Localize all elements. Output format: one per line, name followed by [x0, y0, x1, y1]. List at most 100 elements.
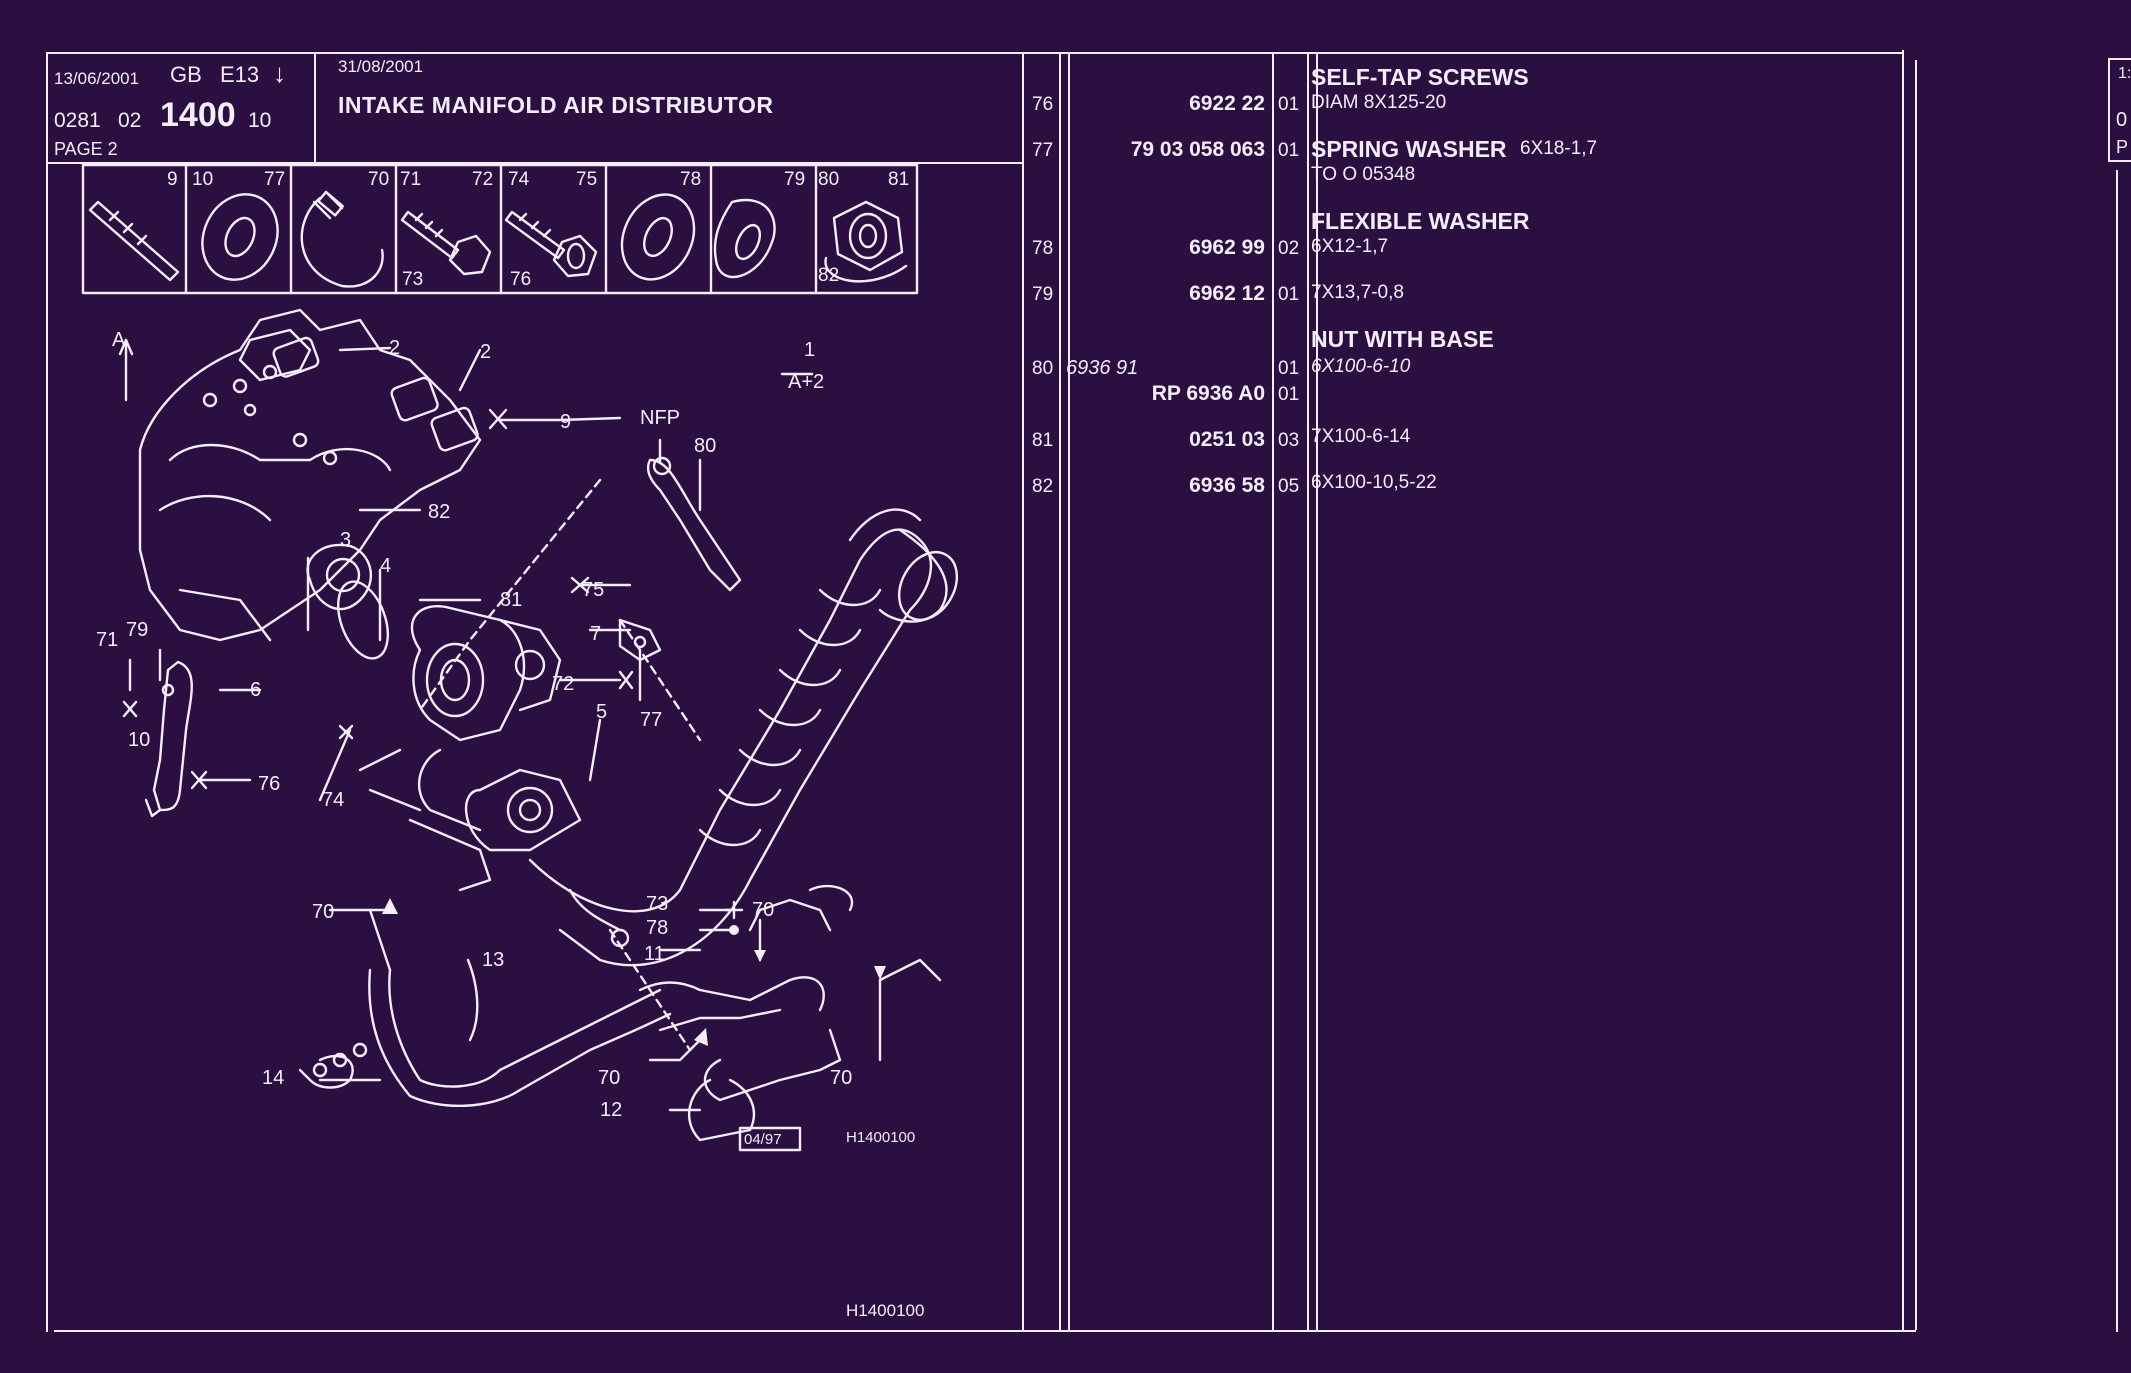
callout-label: 2: [480, 341, 492, 363]
support-bracket: [144, 660, 193, 818]
quantity: 01: [1278, 384, 1300, 405]
thumb-label: 75: [576, 169, 598, 190]
quantity: 05: [1278, 476, 1300, 497]
desc-note: TO O 05348: [1311, 164, 1416, 185]
flexible-washer-icon: [713, 198, 776, 279]
page-number: PAGE 2: [54, 139, 118, 159]
intake-manifold: [138, 308, 482, 642]
part-number: 6962 12: [1189, 282, 1265, 305]
thumb-label: 81: [888, 169, 910, 190]
desc-title: NUT WITH BASE: [1311, 326, 1494, 352]
callout-label: 80: [694, 435, 717, 457]
thumb-label: 76: [510, 269, 532, 290]
callout-label: 82: [428, 501, 451, 523]
part-number: 6936 58: [1189, 474, 1265, 497]
quantity: 01: [1278, 140, 1300, 161]
fraction-bottom: A+2: [788, 371, 825, 393]
callout-label: 73: [646, 893, 669, 915]
quantity: 01: [1278, 94, 1300, 115]
ref-number: 81: [1032, 430, 1054, 451]
callout-label: 75: [582, 579, 605, 601]
desc-spec: 7X13,7-0,8: [1311, 282, 1404, 303]
callout-label: 7: [590, 623, 602, 645]
callout-label: 3: [340, 529, 352, 551]
thumb-label: 10: [192, 169, 214, 190]
callout-label: 4: [380, 555, 392, 577]
ref-prefix: 0281: [54, 109, 101, 132]
quantity: 02: [1278, 238, 1300, 259]
callout-label: 77: [640, 709, 663, 731]
thumb-label: 70: [368, 169, 390, 190]
thumb-label: 80: [818, 169, 840, 190]
link-rod: [618, 456, 742, 662]
flange-nut-icon: [824, 200, 908, 283]
part-number: 0251 03: [1189, 428, 1265, 451]
callout-label: 9: [560, 411, 572, 433]
thumb-label: 72: [472, 169, 494, 190]
callout-label: 70: [752, 899, 775, 921]
air-duct: [528, 508, 959, 967]
thumb-label: 78: [680, 169, 702, 190]
air-distributor: [337, 580, 582, 892]
thumbnail-frame: [81, 163, 919, 295]
ref-number: 80: [1032, 358, 1054, 379]
callout-label: 70: [598, 1067, 621, 1089]
fraction-top: 1: [804, 339, 816, 361]
spring-washer-icon: [620, 193, 696, 281]
ref-number: 82: [1032, 476, 1054, 497]
callout-label: 14: [262, 1067, 285, 1089]
callout-label: 81: [500, 589, 523, 611]
ref-suffix: 10: [248, 109, 272, 132]
page-title: INTAKE MANIFOLD AIR DISTRIBUTOR: [338, 92, 774, 118]
ref-mid: 02: [118, 109, 142, 132]
down-arrow-icon: ↓: [273, 58, 286, 88]
part-number: 79 03 058 063: [1130, 138, 1265, 161]
thumb-label: 79: [784, 169, 806, 190]
callout-label: 79: [126, 619, 149, 641]
callout-label: 72: [552, 673, 575, 695]
desc-spec: 6X100-6-10: [1311, 356, 1411, 377]
date-issued: 13/06/2001: [54, 69, 140, 88]
flange-screw-icon: [504, 210, 598, 278]
footer-code: H1400100: [846, 1301, 925, 1320]
part-number: 6962 99: [1189, 236, 1265, 259]
date-box-frame: [738, 1126, 802, 1152]
fragment-text: 1:: [2118, 65, 2131, 82]
quantity: 01: [1278, 284, 1300, 305]
callout-label: 71: [96, 629, 119, 651]
desc-spec: 6X12-1,7: [1311, 236, 1389, 257]
thumb-label: 74: [508, 169, 530, 190]
callout-label: 70: [312, 901, 335, 923]
thumb-label: 82: [818, 265, 840, 286]
stud-icon: [88, 200, 180, 282]
quantity: 01: [1278, 358, 1300, 379]
group-number: 1400: [160, 96, 236, 134]
desc-title: SPRING WASHER: [1311, 136, 1507, 162]
callout-label: 12: [600, 1099, 623, 1121]
callout-label: 10: [128, 729, 151, 751]
thumb-label: 71: [400, 169, 422, 190]
ref-number: 77: [1032, 140, 1054, 161]
callout-label: 11: [644, 943, 665, 965]
desc-spec: 6X18-1,7: [1520, 138, 1598, 159]
callout-label: 78: [646, 917, 669, 939]
callout-label: NFP: [640, 407, 680, 429]
callout-label: 76: [258, 773, 281, 795]
desc-spec: 6X100-10,5-22: [1311, 472, 1437, 493]
thumb-label: 73: [402, 269, 424, 290]
hose-clamp-icon: [300, 190, 384, 288]
callout-label: 2: [389, 337, 401, 359]
quantity: 03: [1278, 430, 1300, 451]
part-number: RP 6936 A0: [1151, 382, 1265, 405]
fragment-text: 0: [2116, 109, 2128, 131]
part-number: 6922 22: [1189, 92, 1265, 115]
thumb-label: 77: [264, 169, 286, 190]
language-code: GB: [170, 62, 202, 87]
thumb-label: 9: [167, 169, 178, 190]
callout-label: 5: [596, 701, 608, 723]
thumbnail-icons: [88, 190, 908, 288]
desc-spec: DIAM 8X125-20: [1311, 92, 1447, 113]
ref-number: 78: [1032, 238, 1054, 259]
date-box: 04/97: [744, 1131, 782, 1148]
superseded-part-number: 6936 91: [1066, 357, 1139, 379]
